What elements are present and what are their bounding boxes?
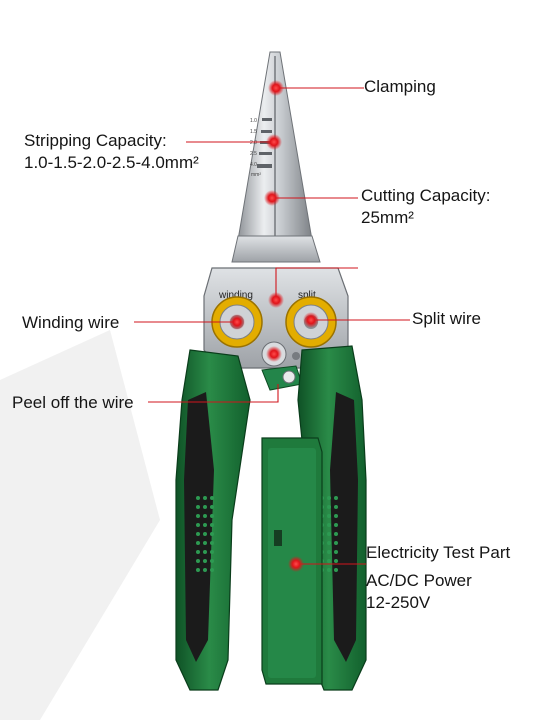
callout-winding-wire: Winding wire [22,313,120,332]
callout-split-wire: Split wire [412,309,481,328]
gauge-mark-5: 4.0 [250,162,257,168]
left-grip-dots [196,496,214,572]
dot-clamping [268,80,284,96]
left-handle-grip [184,392,214,662]
callout-leaders [134,87,410,565]
callout-stripping: Stripping Capacity: 1.0-1.5-2.0-2.5-4.0m… [24,130,199,174]
callout-acdc-line1: AC/DC Power [366,571,472,590]
callout-acdc-line2: 12-250V [366,593,431,612]
tester-switch [274,530,282,546]
gauge-unit: mm² [251,172,261,178]
gauge-mark-1: 1.0 [250,118,257,124]
spring-clip [261,365,303,391]
highlight-dots [229,80,319,572]
pivot-screw [292,352,300,360]
gauge-mark-3: 2.0 [250,140,257,146]
background-shadow [0,330,160,720]
cutter-block [231,235,321,263]
callout-cutting: Cutting Capacity: 25mm² [361,185,490,229]
dot-split [303,312,319,328]
dot-peel [266,346,282,362]
right-handle-grip [330,392,358,662]
right-grip-dots [320,496,338,572]
winding-engraving: winding [218,290,253,301]
callout-electricity-test: Electricity Test Part [366,543,511,562]
callout-stripping-title: Stripping Capacity: [24,131,167,150]
dot-stripping [266,134,282,150]
dot-winding [229,314,245,330]
callout-stripping-value: 1.0-1.5-2.0-2.5-4.0mm² [24,153,199,172]
callout-peel-off: Peel off the wire [12,393,134,412]
gauge-marks: 1.0 1.5 2.0 2.5 4.0 mm² [250,118,261,178]
dot-tester [288,556,304,572]
gauge-mark-4: 2.5 [250,151,257,157]
split-engraving: split [298,290,316,301]
dot-cutting [264,190,280,206]
dot-pivot [268,292,284,308]
gauge-mark-2: 1.5 [250,129,257,135]
callout-cutting-title: Cutting Capacity: [361,186,491,205]
callout-clamping: Clamping [364,77,436,96]
callout-cutting-value: 25mm² [361,208,414,227]
callout-acdc-power: AC/DC Power 12-250V [366,570,472,614]
